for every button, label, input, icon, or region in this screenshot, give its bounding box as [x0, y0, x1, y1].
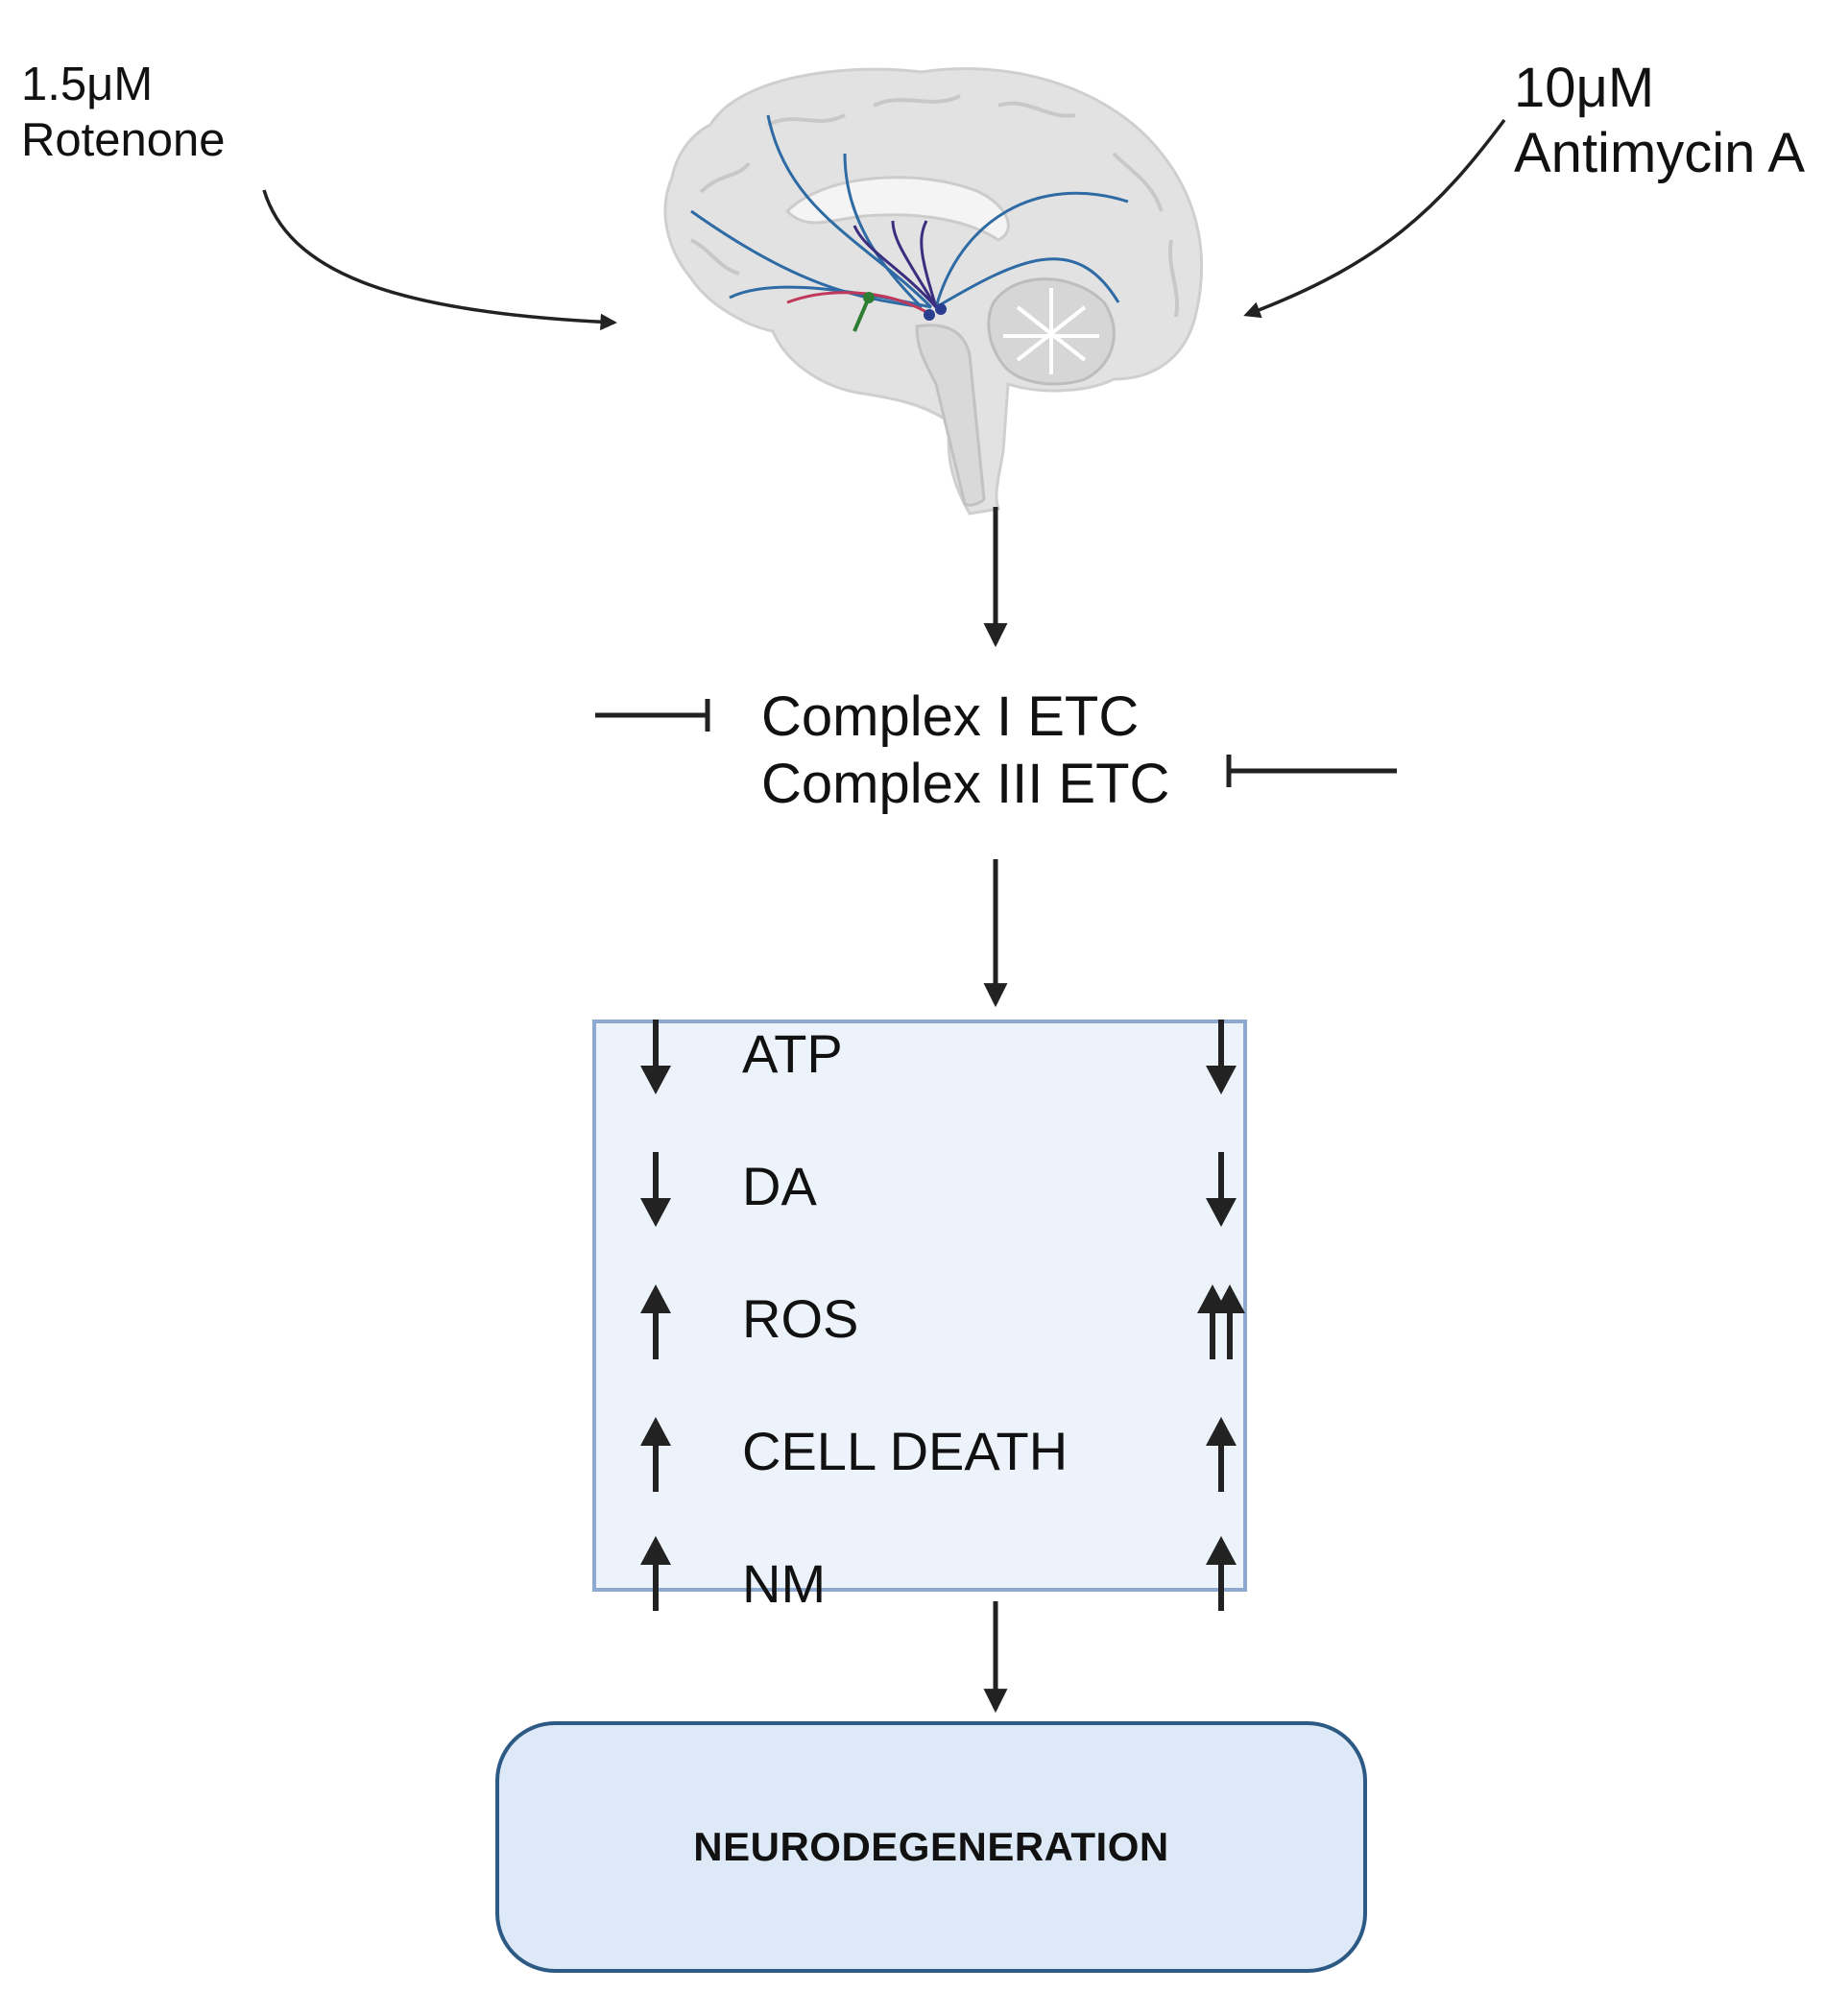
- antimycin-arrow: [1243, 118, 1506, 319]
- effects-box: [592, 1020, 1247, 1592]
- antimycin-name: Antimycin A: [1514, 122, 1805, 185]
- right-up-arrow-nm: [1206, 1536, 1237, 1611]
- complex-three-label: Complex III ETC: [761, 753, 1170, 815]
- left-down-arrow-atp: [640, 1020, 671, 1094]
- target-complexes: Complex I ETC Complex III ETC: [761, 684, 1169, 818]
- effect-label-nm: NM: [742, 1553, 827, 1614]
- antimycin-label: 10μM Antimycin A: [1514, 56, 1805, 187]
- left-down-arrow-da: [640, 1152, 671, 1227]
- rotenone-name: Rotenone: [21, 113, 226, 166]
- rotenone-concentration: 1.5μM: [21, 59, 154, 110]
- complex-one-label: Complex I ETC: [761, 685, 1140, 748]
- right-up-arrow-a-ros: [1197, 1284, 1228, 1359]
- effect-label-ros: ROS: [742, 1288, 859, 1349]
- rotenone-arrow: [262, 189, 617, 331]
- left-up-arrow-nm: [640, 1536, 671, 1611]
- right-down-arrow-atp: [1206, 1020, 1237, 1094]
- effect-label-atp: ATP: [742, 1023, 843, 1084]
- outcome-label: NEURODEGENERATION: [693, 1824, 1169, 1869]
- right-up-arrow-cell-death: [1206, 1417, 1237, 1492]
- right-up-arrow-b-ros: [1214, 1284, 1245, 1359]
- effect-label-da: DA: [742, 1156, 817, 1216]
- rotenone-label: 1.5μM Rotenone: [21, 58, 226, 169]
- left-up-arrow-cell-death: [640, 1417, 671, 1492]
- antimycin-concentration: 10μM: [1514, 57, 1655, 119]
- effect-label-cell-death: CELL DEATH: [742, 1421, 1069, 1481]
- right-down-arrow-da: [1206, 1152, 1237, 1227]
- outcome-box: NEURODEGENERATION: [495, 1721, 1367, 1973]
- left-up-arrow-ros: [640, 1284, 671, 1359]
